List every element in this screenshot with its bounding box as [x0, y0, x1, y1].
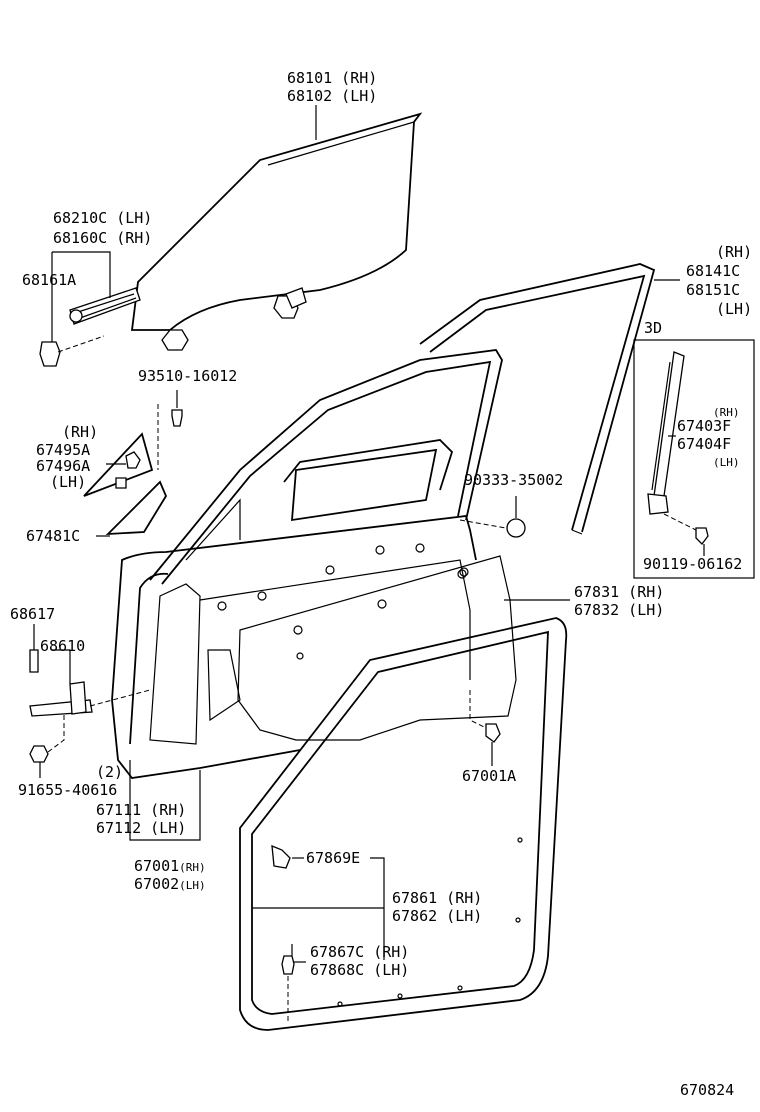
label-68210c: 68210C (LH): [53, 209, 153, 227]
label-67404f: 67404F: [677, 435, 732, 453]
label-67496a-lh: (LH): [50, 473, 87, 491]
label-90333: 90333-35002: [464, 471, 564, 489]
label-68101: 68101 (RH): [287, 69, 378, 87]
label-67403f-rh: (RH): [713, 406, 740, 419]
door-glass: [130, 112, 423, 351]
label-67001: 67001(RH): [134, 857, 206, 875]
inset-screw: [695, 527, 709, 545]
label-68161a: 68161A: [22, 271, 77, 289]
clip-67001a: [485, 723, 501, 743]
label-68610: 68610: [40, 637, 86, 655]
label-67495a: 67495A: [36, 441, 91, 459]
figure-number: 670824: [680, 1081, 735, 1099]
door-shell: [111, 349, 503, 779]
label-93510: 93510-16012: [138, 367, 238, 385]
label-68160c: 68160C (RH): [53, 229, 153, 247]
screw-93510: [171, 409, 183, 427]
clip-67867c: [281, 955, 295, 975]
inset-box: [633, 339, 755, 579]
label-67861: 67861 (RH): [392, 889, 483, 907]
inset-part-67403f: [647, 351, 685, 515]
label-68102: 68102 (LH): [287, 87, 378, 105]
label-90119: 90119-06162: [643, 555, 743, 573]
label-67112: 67112 (LH): [96, 819, 187, 837]
label-67868c: 67868C (LH): [310, 961, 410, 979]
outer-weatherstrip: [419, 263, 656, 535]
label-67002: 67002(LH): [134, 875, 206, 893]
label-67867c: 67867C (RH): [310, 943, 410, 961]
label-68141c: 68141C: [686, 262, 741, 280]
label-68141-rh: (RH): [716, 243, 753, 261]
door-check: [29, 681, 93, 717]
label-inset-3d: 3D: [644, 319, 663, 337]
plug-90333: [506, 518, 526, 538]
label-67404f-lh: (LH): [713, 456, 740, 469]
label-67001a: 67001A: [462, 767, 517, 785]
leader-67001: [129, 760, 201, 841]
label-bolt-qty: (2): [96, 763, 124, 781]
label-67496a: 67496A: [36, 457, 91, 475]
bolt-91655: [29, 745, 49, 763]
quarter-glass: [83, 432, 154, 497]
pin-68617: [29, 649, 39, 673]
label-67481c: 67481C: [26, 527, 81, 545]
label-67869e: 67869E: [306, 849, 361, 867]
leader-68160c: [52, 251, 111, 298]
label-68617: 68617: [10, 605, 56, 623]
label-67111: 67111 (RH): [96, 801, 187, 819]
label-67862: 67862 (LH): [392, 907, 483, 925]
corner-piece: [105, 480, 168, 536]
label-68151c: 68151C: [686, 281, 741, 299]
label-67832: 67832 (LH): [574, 601, 665, 619]
label-67831: 67831 (RH): [574, 583, 665, 601]
hole-cover: [237, 555, 517, 741]
run-channel: [69, 287, 141, 325]
clip-68161a: [39, 341, 61, 367]
label-68151-lh: (LH): [716, 300, 753, 318]
clip-67869e: [271, 844, 291, 869]
door-weatherstrip: [239, 617, 568, 1031]
label-67403f: 67403F: [677, 417, 732, 435]
label-67495a-rh: (RH): [62, 423, 99, 441]
label-91655: 91655-40616: [18, 781, 118, 799]
